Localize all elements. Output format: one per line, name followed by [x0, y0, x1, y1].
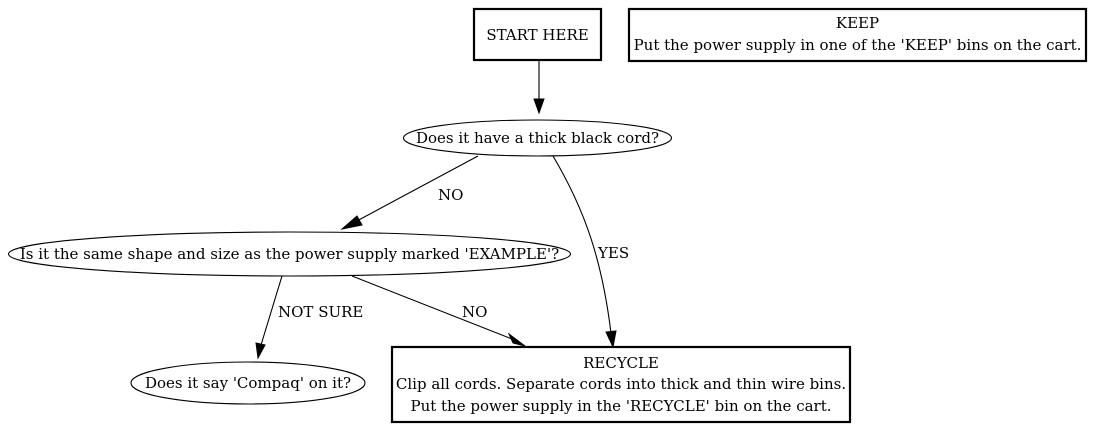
keep-instructions: Put the power supply in one of the 'KEEP…	[634, 36, 1082, 54]
edge-thick-cord-to-recycle	[552, 155, 617, 349]
node-says-compaq: Does it say 'Compaq' on it?	[130, 361, 366, 405]
recycle-instructions-line-1: Clip all cords. Separate cords into thic…	[396, 375, 846, 393]
edge-same-shape-to-compaq	[255, 275, 283, 360]
node-thick-black-cord: Does it have a thick black cord?	[402, 119, 673, 157]
same-shape-size-question: Is it the same shape and size as the pow…	[20, 245, 559, 263]
edge-same-shape-to-recycle	[351, 275, 526, 347]
edge-label-not-sure: NOT SURE	[278, 303, 363, 321]
node-same-shape-size: Is it the same shape and size as the pow…	[7, 231, 572, 277]
says-compaq-question: Does it say 'Compaq' on it?	[145, 374, 351, 392]
edge-start-to-thick-cord	[533, 61, 545, 115]
keep-title: KEEP	[836, 14, 879, 32]
recycle-title: RECYCLE	[583, 354, 659, 372]
recycle-instructions-line-2: Put the power supply in the 'RECYCLE' bi…	[410, 397, 831, 415]
edge-thick-cord-to-same-shape	[340, 155, 479, 230]
start-here-label: START HERE	[486, 26, 588, 44]
edge-label-yes: YES	[597, 244, 629, 262]
node-keep: KEEP Put the power supply in one of the …	[627, 7, 1088, 63]
node-start-here: START HERE	[472, 7, 603, 62]
thick-black-cord-question: Does it have a thick black cord?	[416, 129, 659, 147]
edge-label-no-thick-cord: NO	[438, 186, 463, 204]
node-recycle: RECYCLE Clip all cords. Separate cords i…	[390, 345, 852, 424]
edge-label-no-same-shape: NO	[462, 303, 487, 321]
